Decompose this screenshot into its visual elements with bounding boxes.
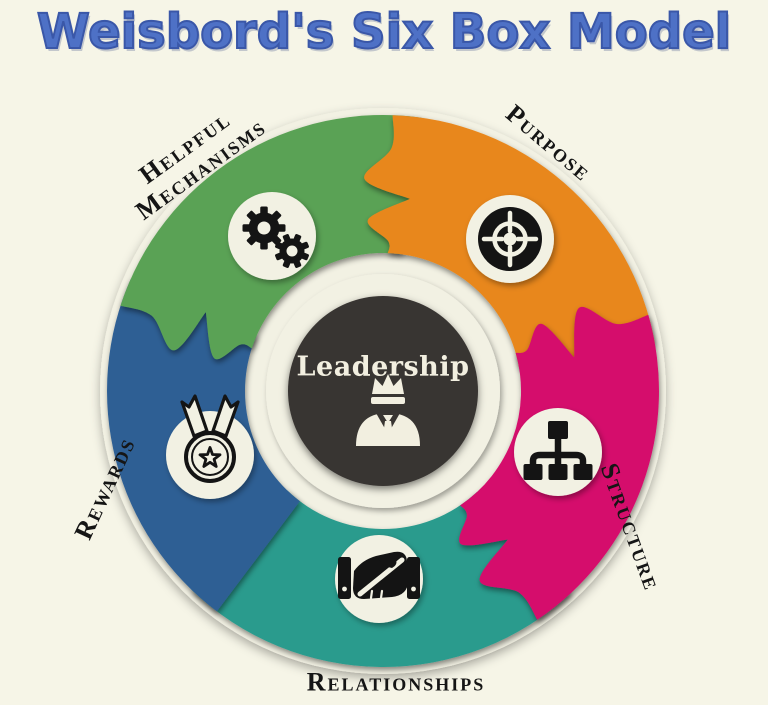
gears-icon: [228, 192, 316, 280]
org-chart-icon: [514, 408, 602, 496]
leader-crown-icon: [356, 374, 420, 446]
page-title: Weisbord's Six Box Model: [36, 3, 732, 61]
center-label-leadership: Leadership: [296, 351, 470, 383]
handshake-icon: [335, 535, 423, 623]
medal-icon: [166, 394, 254, 499]
label-relationships: Relationships: [306, 667, 486, 697]
target-icon: [466, 195, 554, 283]
